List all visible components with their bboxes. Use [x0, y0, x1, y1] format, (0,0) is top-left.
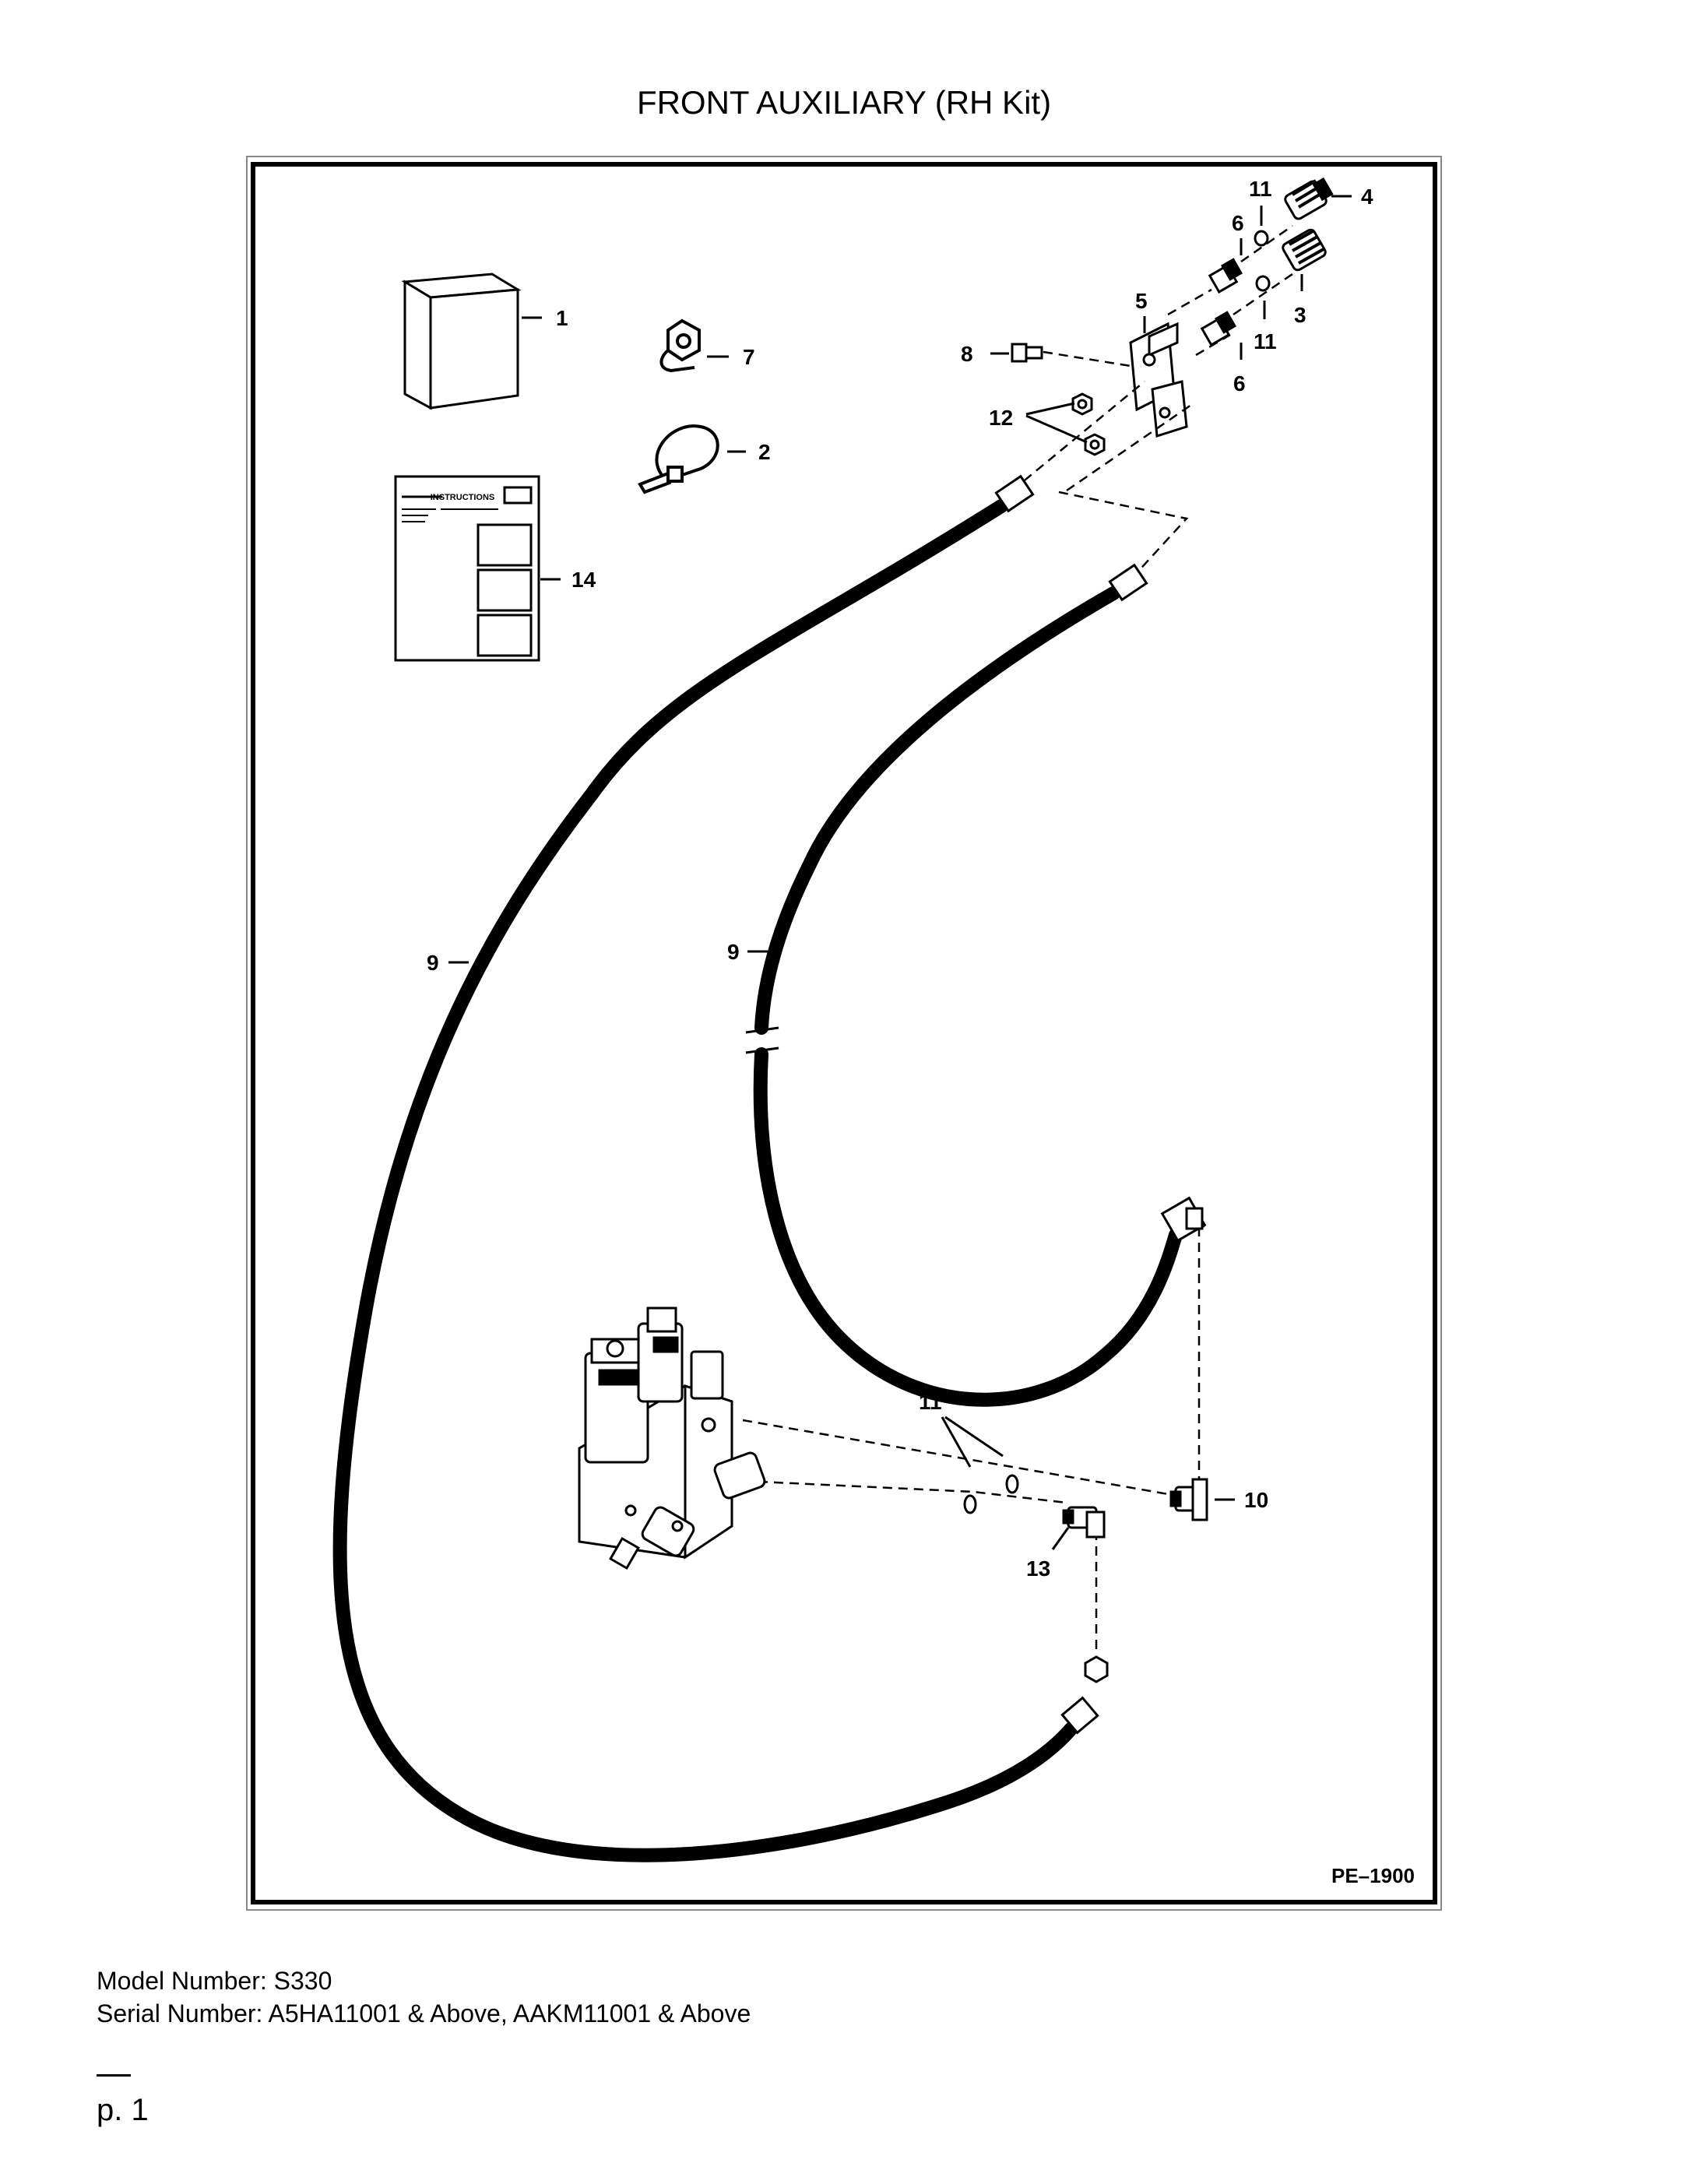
part-6-adapter-upper [1208, 258, 1243, 294]
assembly-lines [742, 224, 1293, 1654]
part-11-oring-lower [1255, 275, 1271, 292]
part-7-clamp [659, 318, 701, 373]
model-number: Model Number: S330 [97, 1967, 332, 1995]
callout-11-upper: 11 [1249, 177, 1272, 201]
callout-10: 10 [1244, 1488, 1268, 1512]
page-title: FRONT AUXILIARY (RH Kit) [636, 84, 1052, 121]
callout-9-left: 9 [427, 951, 439, 975]
part-5-bracket [1129, 322, 1188, 438]
callout-8: 8 [961, 342, 973, 366]
instructions-label: INSTRUCTIONS [431, 493, 495, 502]
part-9-hose-left [332, 474, 1109, 1862]
page-number-rule [97, 2074, 131, 2077]
page-number: p. 1 [97, 2093, 149, 2127]
callout-14: 14 [571, 568, 596, 592]
diagram-outer-frame [246, 156, 1442, 1911]
callout-11-middle: 11 [1254, 329, 1277, 353]
callout-leaders [448, 195, 1352, 1550]
part-12-nuts [1071, 392, 1106, 456]
part-1-box [401, 273, 522, 410]
serial-number: Serial Number: A5HA11001 & Above, AAKM11… [97, 1999, 751, 2027]
callout-7: 7 [743, 345, 755, 369]
part-3-coupler [1282, 228, 1327, 272]
valve-block [578, 1307, 766, 1570]
diagram-frame [251, 162, 1437, 1904]
part-11-oring-upper [1254, 230, 1269, 247]
part-6-adapter-lower [1200, 311, 1236, 346]
callout-12: 12 [989, 406, 1013, 430]
part-13-elbow [1062, 1506, 1106, 1539]
callout-9-right: 9 [727, 940, 740, 964]
callout-11-lower: 11 [919, 1390, 942, 1414]
callout-2: 2 [758, 440, 771, 464]
part-2-cable-tie [638, 424, 719, 494]
part-10-tee [1169, 1478, 1208, 1521]
callout-3: 3 [1294, 303, 1306, 327]
part-14-instructions [394, 475, 540, 662]
part-9-hose-right [745, 563, 1207, 1407]
callout-5: 5 [1135, 289, 1148, 313]
callout-6-lower: 6 [1233, 371, 1246, 396]
figure-id: PE–1900 [1331, 1864, 1415, 1887]
part-11-oring-valve-b [963, 1494, 977, 1514]
callout-13: 13 [1026, 1556, 1050, 1581]
part-8-bolt [1011, 343, 1043, 363]
part-11-oring-valve-a [1005, 1474, 1019, 1494]
callout-4: 4 [1361, 185, 1373, 209]
part-4-coupler [1284, 177, 1334, 220]
callout-6-upper: 6 [1232, 211, 1244, 235]
callout-1: 1 [556, 306, 568, 330]
